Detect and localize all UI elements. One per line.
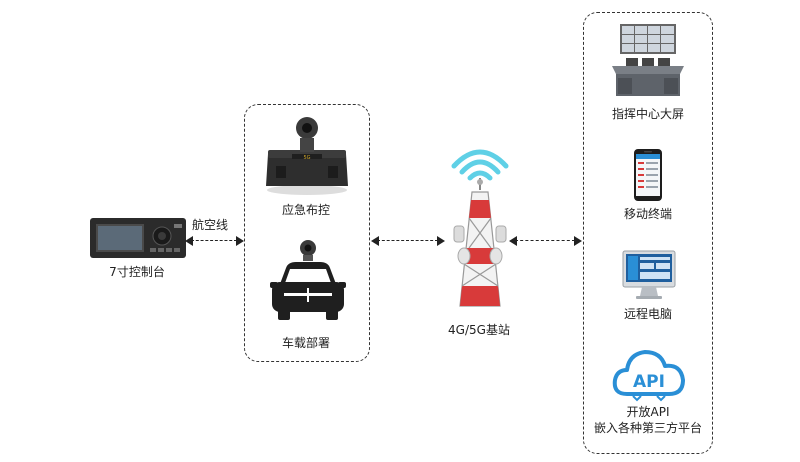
svg-text:5G: 5G xyxy=(303,155,310,161)
pc-label: 远程电脑 xyxy=(623,307,673,321)
tower-client-arrow-right xyxy=(574,236,582,246)
pc-node xyxy=(622,250,676,304)
command-node xyxy=(608,22,688,104)
api-node: API xyxy=(611,344,687,408)
cable-arrow-line xyxy=(191,240,237,241)
command-center-icon xyxy=(612,24,684,96)
cable-arrow-right xyxy=(236,236,244,246)
vehicle-label: 车载部署 xyxy=(281,336,331,350)
mobile-label: 移动终端 xyxy=(623,207,673,221)
client-group-box xyxy=(583,12,713,454)
cable-arrow-left xyxy=(185,236,193,246)
device-tower-arrow-line xyxy=(377,240,438,241)
car-camera-icon xyxy=(270,240,346,320)
command-label: 指挥中心大屏 xyxy=(611,107,685,121)
camera-case-icon: 5G xyxy=(266,117,348,195)
vehicle-node xyxy=(268,238,348,334)
tower-node xyxy=(440,130,520,318)
api-label-line1: 开放API xyxy=(626,405,670,419)
device-tower-arrow-right xyxy=(437,236,445,246)
tower-client-arrow-left xyxy=(509,236,517,246)
emergency-node: 5G xyxy=(262,114,352,200)
api-icon-text: API xyxy=(633,372,665,392)
device-tower-arrow-left xyxy=(371,236,379,246)
tower-label: 4G/5G基站 xyxy=(448,323,510,337)
tower-client-arrow-line xyxy=(515,240,575,241)
smartphone-icon xyxy=(634,149,662,201)
device-group-box xyxy=(244,104,370,362)
console-icon xyxy=(90,218,186,258)
mobile-node xyxy=(633,148,663,206)
signal-tower-icon xyxy=(451,149,509,307)
cable-label: 航空线 xyxy=(191,218,229,232)
api-label-line2: 嵌入各种第三方平台 xyxy=(593,421,703,435)
console-node xyxy=(88,214,188,266)
desktop-monitor-icon xyxy=(622,250,676,299)
emergency-label: 应急布控 xyxy=(281,203,331,217)
console-label: 7寸控制台 xyxy=(109,265,165,279)
api-cloud-icon: API xyxy=(612,350,685,402)
